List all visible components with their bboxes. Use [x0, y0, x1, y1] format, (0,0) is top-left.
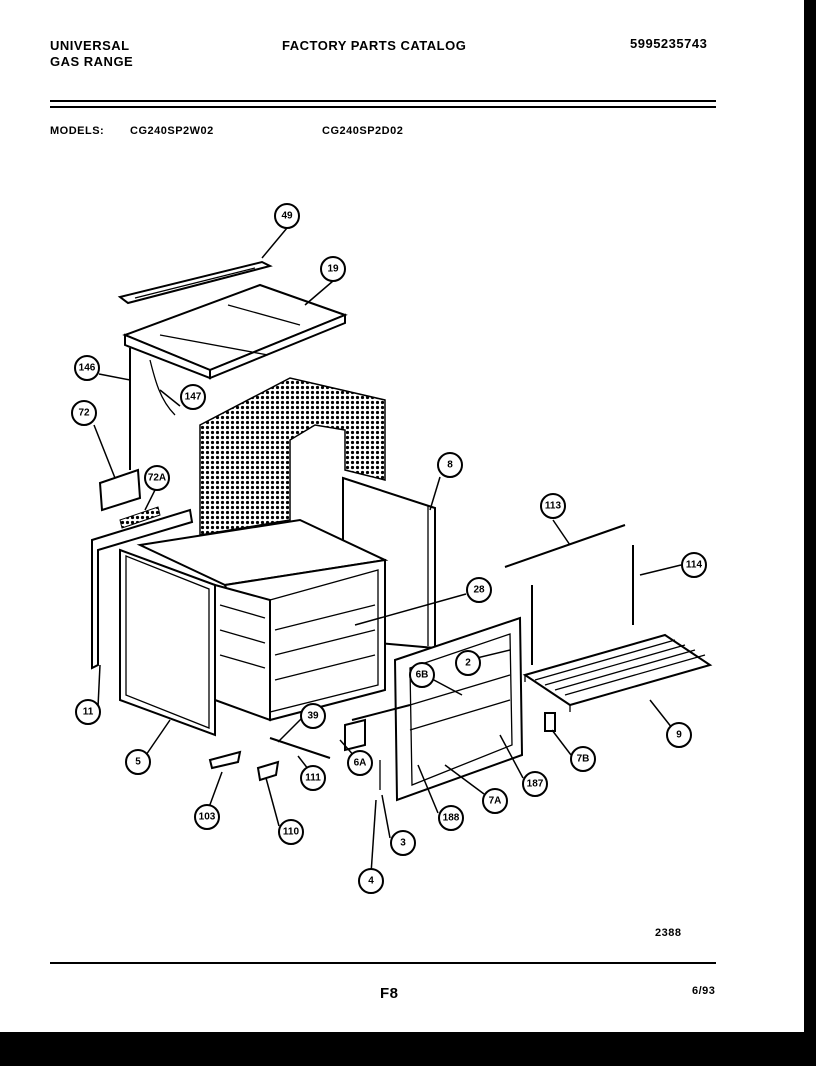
page-code: F8 — [380, 985, 399, 1002]
callout-49-label: 49 — [281, 211, 293, 222]
callout-72-label: 72 — [78, 408, 90, 419]
footer-rule — [50, 962, 716, 964]
callout-9: 9 — [666, 722, 692, 748]
callout-7A: 7A — [482, 788, 508, 814]
brand-line-1: UNIVERSAL — [50, 38, 130, 53]
part-top-rail — [117, 260, 273, 305]
callout-7A-label: 7A — [489, 796, 502, 807]
callout-11: 11 — [75, 699, 101, 725]
callout-19-label: 19 — [327, 264, 339, 275]
callout-188-label: 188 — [443, 813, 460, 824]
callout-7B-label: 7B — [577, 754, 590, 765]
model-1: CG240SP2W02 — [130, 125, 214, 137]
header-rule-top — [50, 100, 716, 102]
callout-8-label: 8 — [447, 460, 453, 471]
callout-72A: 72A — [144, 465, 170, 491]
catalog-number: 5995235743 — [630, 36, 708, 51]
callout-113: 113 — [540, 493, 566, 519]
scan-edge-right — [804, 0, 816, 1040]
callout-8: 8 — [437, 452, 463, 478]
callout-28-label: 28 — [473, 585, 485, 596]
callout-2-label: 2 — [465, 658, 471, 669]
scan-edge-bottom — [0, 1032, 816, 1066]
part-side-rails — [531, 545, 634, 665]
drawing-number: 2388 — [655, 927, 682, 939]
callout-19: 19 — [320, 256, 346, 282]
part-insulation-blanket — [199, 377, 386, 536]
callout-6A-label: 6A — [354, 758, 367, 769]
catalog-title: FACTORY PARTS CATALOG — [282, 38, 467, 53]
callout-11-label: 11 — [83, 707, 94, 718]
part-trim-strip — [504, 524, 626, 568]
part-side-strip — [129, 348, 176, 470]
callout-4-label: 4 — [368, 876, 374, 887]
callout-49: 49 — [274, 203, 300, 229]
callout-28: 28 — [466, 577, 492, 603]
part-cooktop-panel — [122, 283, 348, 380]
callout-6B-label: 6B — [416, 670, 429, 681]
part-vent-bracket — [98, 468, 161, 529]
callout-110: 110 — [278, 819, 304, 845]
callout-4: 4 — [358, 868, 384, 894]
footer-date: 6/93 — [692, 985, 716, 997]
callout-72A-label: 72A — [148, 473, 166, 484]
part-front-side-panel — [119, 548, 216, 737]
models-label: MODELS: — [50, 125, 105, 137]
callout-111: 111 — [300, 765, 326, 791]
part-oven-cavity — [136, 518, 389, 722]
callout-2: 2 — [455, 650, 481, 676]
callout-39-label: 39 — [307, 711, 319, 722]
callout-5: 5 — [125, 749, 151, 775]
callout-5-label: 5 — [135, 757, 141, 768]
callout-6A: 6A — [347, 750, 373, 776]
callout-147-label: 147 — [185, 392, 202, 403]
callout-7B: 7B — [570, 746, 596, 772]
callout-3-label: 3 — [400, 838, 406, 849]
callout-114-label: 114 — [686, 560, 703, 571]
callout-188: 188 — [438, 805, 464, 831]
callout-113-label: 113 — [545, 501, 562, 512]
callout-147: 147 — [180, 384, 206, 410]
callout-110-label: 110 — [283, 827, 300, 838]
callout-9-label: 9 — [676, 730, 682, 741]
callout-6B: 6B — [409, 662, 435, 688]
header-rule-bottom — [50, 106, 716, 108]
callout-39: 39 — [300, 703, 326, 729]
callout-111-label: 111 — [305, 773, 321, 784]
part-side-panel-left — [91, 508, 194, 670]
callout-103: 103 — [194, 804, 220, 830]
callout-103-label: 103 — [199, 812, 216, 823]
part-small-hardware — [208, 704, 556, 790]
callout-72: 72 — [71, 400, 97, 426]
callout-187: 187 — [522, 771, 548, 797]
callout-3: 3 — [390, 830, 416, 856]
callout-114: 114 — [681, 552, 707, 578]
callout-146: 146 — [74, 355, 100, 381]
part-oven-rack — [522, 633, 713, 712]
brand-line-2: GAS RANGE — [50, 54, 134, 69]
callout-187-label: 187 — [527, 779, 544, 790]
model-2: CG240SP2D02 — [322, 125, 404, 137]
callout-146-label: 146 — [79, 363, 96, 374]
